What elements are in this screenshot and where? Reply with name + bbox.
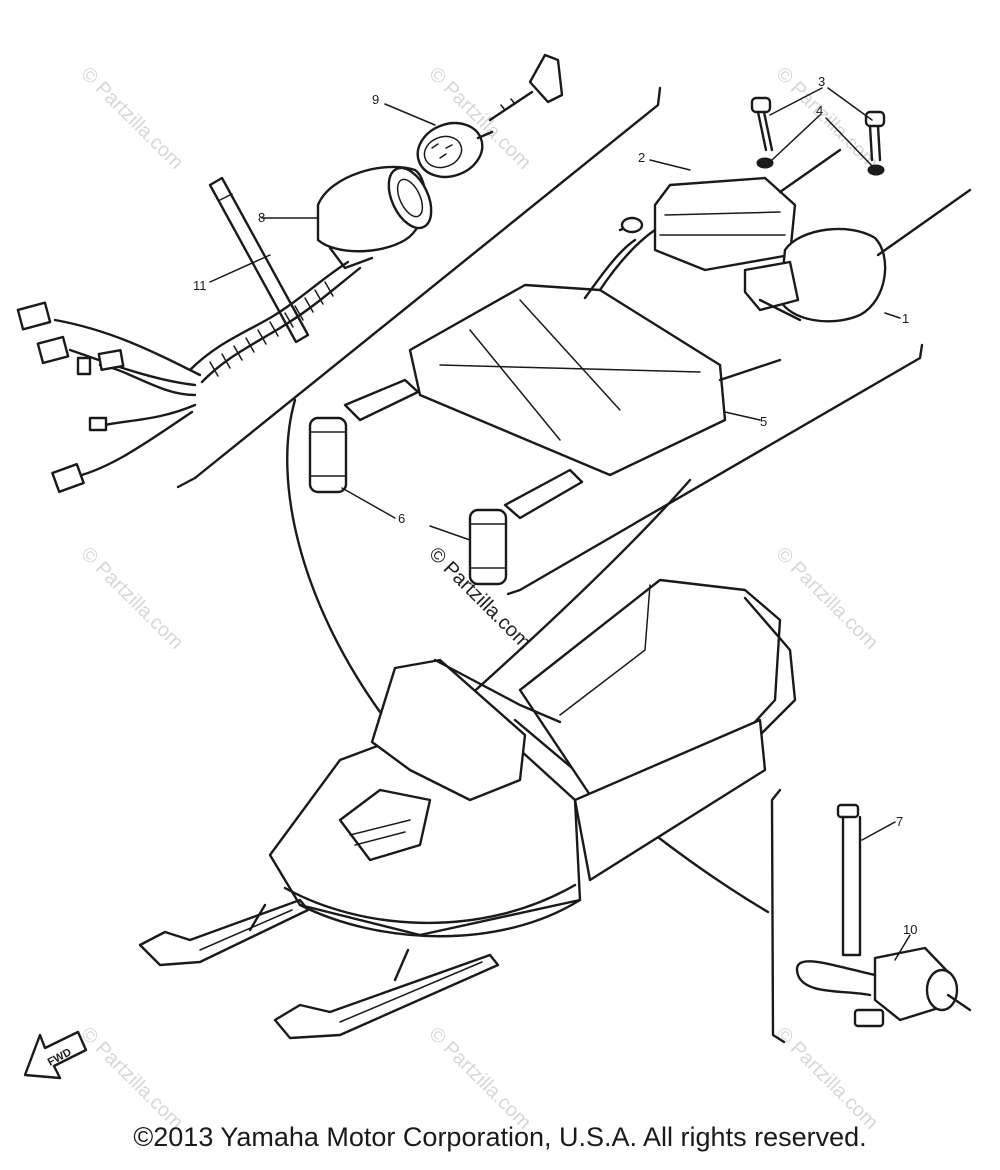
- cap-leader-lines: [341, 487, 471, 541]
- callout-10: 10: [903, 922, 917, 937]
- group-dividers: [176, 86, 924, 1044]
- wire-harness: [16, 260, 362, 494]
- cable-tie-lower: [836, 803, 862, 957]
- cable-tie-upper: [208, 176, 310, 344]
- callout-11: 11: [193, 278, 207, 293]
- callout-6: 6: [398, 511, 405, 526]
- callout-labels: 1 2 3 4 5 6 7 8 9 10 11: [193, 74, 917, 937]
- callout-2: 2: [638, 150, 645, 165]
- main-lead-wire: [286, 398, 382, 714]
- callout-3: 3: [818, 74, 825, 89]
- ski-right: [273, 953, 500, 1040]
- callout-7: 7: [896, 814, 903, 829]
- key-switch: [416, 121, 494, 179]
- spark-plug-cap-6a: [308, 378, 420, 494]
- callout-4: 4: [816, 103, 823, 118]
- windshield: [370, 658, 527, 802]
- handlebar: [433, 658, 562, 724]
- capacitor-block-5: [408, 228, 802, 477]
- watermark-text: © Partzilla.com: [76, 543, 187, 654]
- ignition-coil-1: [743, 188, 972, 323]
- coil-unit-8: [316, 165, 433, 270]
- ignition-coil-2: [618, 148, 842, 272]
- ski-left: [138, 898, 310, 967]
- callout-1: 1: [902, 311, 909, 326]
- snowmobile: [138, 578, 797, 1040]
- watermark-text: © Partzilla.com: [771, 543, 882, 654]
- spark-plug-cap-6b: [468, 468, 584, 586]
- watermark-text: © Partzilla.com: [424, 1023, 535, 1134]
- stop-switch-10: [795, 946, 972, 1028]
- fwd-arrow-icon: FWD: [23, 1030, 88, 1080]
- bolts-and-washers: [750, 96, 886, 176]
- callout-5: 5: [760, 414, 767, 429]
- callout-9: 9: [372, 92, 379, 107]
- watermark-text: © Partzilla.com: [76, 1023, 187, 1134]
- watermark-text: © Partzilla.com: [771, 1023, 882, 1134]
- ignition-key: [488, 53, 564, 122]
- track-tunnel: [573, 718, 767, 882]
- callout-8: 8: [258, 210, 265, 225]
- watermark-text: © Partzilla.com: [76, 63, 187, 174]
- copyright-notice: ©2013 Yamaha Motor Corporation, U.S.A. A…: [133, 1122, 867, 1152]
- callout-leaders: [209, 87, 911, 961]
